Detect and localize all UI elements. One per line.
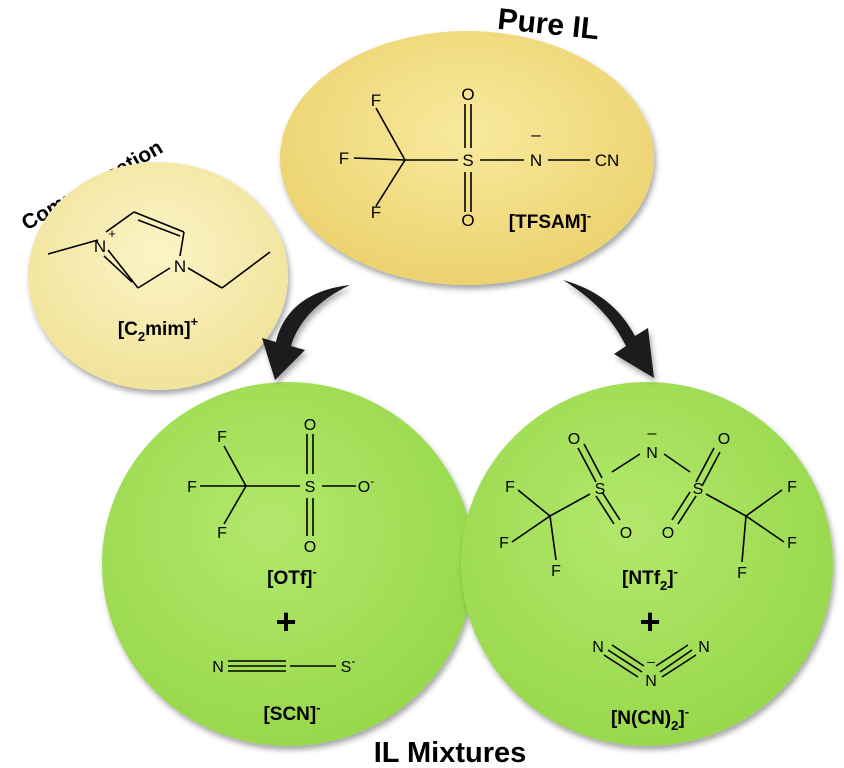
ntf2-s-atom: S — [595, 481, 606, 498]
dca-label: [N(CN)2]- — [611, 704, 689, 733]
arrow-to-left-mixture — [262, 285, 350, 380]
cation-n-charge: + — [108, 226, 116, 241]
otf-structure: F F F S O O O- — [187, 417, 374, 556]
tfsam-o-atom: O — [461, 211, 474, 230]
dca-n-charge: – — [647, 653, 655, 669]
ntf2-f-atom: F — [505, 479, 515, 496]
tfsam-structure: F F F S O O N – CN — [339, 85, 619, 230]
ntf2-f-atom: F — [499, 535, 509, 552]
ntf2-f-atom: F — [551, 563, 561, 580]
tfsam-n-charge: – — [531, 125, 541, 144]
ntf2-o-atom: O — [620, 525, 632, 542]
mixture-circle-right — [461, 382, 833, 746]
cation-n-atom: N — [94, 237, 106, 256]
il-mixtures-title: IL Mixtures — [374, 737, 527, 768]
otf-label: [OTf]- — [267, 564, 317, 589]
dca-n-atom: N — [698, 639, 710, 656]
dca-structure: N N – N — [592, 639, 710, 690]
dca-n-atom: N — [645, 673, 657, 690]
scn-label: [SCN]- — [263, 700, 320, 725]
ntf2-f-atom: F — [737, 565, 747, 582]
cation-label: [C2mim]+ — [118, 314, 199, 344]
tfsam-s-atom: S — [462, 151, 473, 170]
dca-n-atom: N — [592, 639, 604, 656]
otf-f-atom: F — [217, 525, 227, 542]
ntf2-n-charge: – — [648, 425, 657, 442]
tfsam-f-atom: F — [339, 149, 349, 168]
otf-s-atom: S — [305, 479, 316, 496]
otf-f-atom: F — [187, 479, 197, 496]
plus-sign-left: + — [275, 601, 296, 642]
tfsam-label: [TFSAM]- — [509, 208, 591, 233]
ntf2-f-atom: F — [787, 479, 797, 496]
cation-structure: N + N — [47, 211, 271, 289]
tfsam-n-atom: N — [530, 151, 542, 170]
ntf2-structure: N – S S O O O O F F F F F F — [499, 425, 797, 582]
ntf2-s-atom: S — [693, 481, 704, 498]
ntf2-label: [NTf2]- — [622, 564, 678, 593]
ntf2-f-atom: F — [787, 535, 797, 552]
scn-n-atom: N — [212, 659, 224, 676]
pure-il-ellipse — [280, 31, 654, 285]
otf-o-atom: O — [304, 417, 316, 434]
plus-sign-right: + — [639, 601, 660, 642]
scn-s-atom: S- — [341, 654, 356, 676]
otf-f-atom: F — [217, 429, 227, 446]
tfsam-f-atom: F — [371, 203, 381, 222]
tfsam-f-atom: F — [371, 91, 381, 110]
arrow-to-right-mixture — [563, 280, 654, 378]
ntf2-o-atom: O — [568, 431, 580, 448]
mixture-circle-left — [102, 382, 474, 746]
scn-structure: N S- — [212, 654, 355, 676]
cation-n-atom: N — [174, 257, 186, 276]
ntf2-o-atom: O — [718, 431, 730, 448]
tfsam-cn-group: CN — [595, 151, 620, 170]
tfsam-o-atom: O — [461, 85, 474, 104]
otf-o-atom: O — [304, 539, 316, 556]
ntf2-n-atom: N — [646, 445, 658, 462]
ntf2-o-atom: O — [662, 525, 674, 542]
otf-o-minus-atom: O- — [358, 474, 374, 496]
